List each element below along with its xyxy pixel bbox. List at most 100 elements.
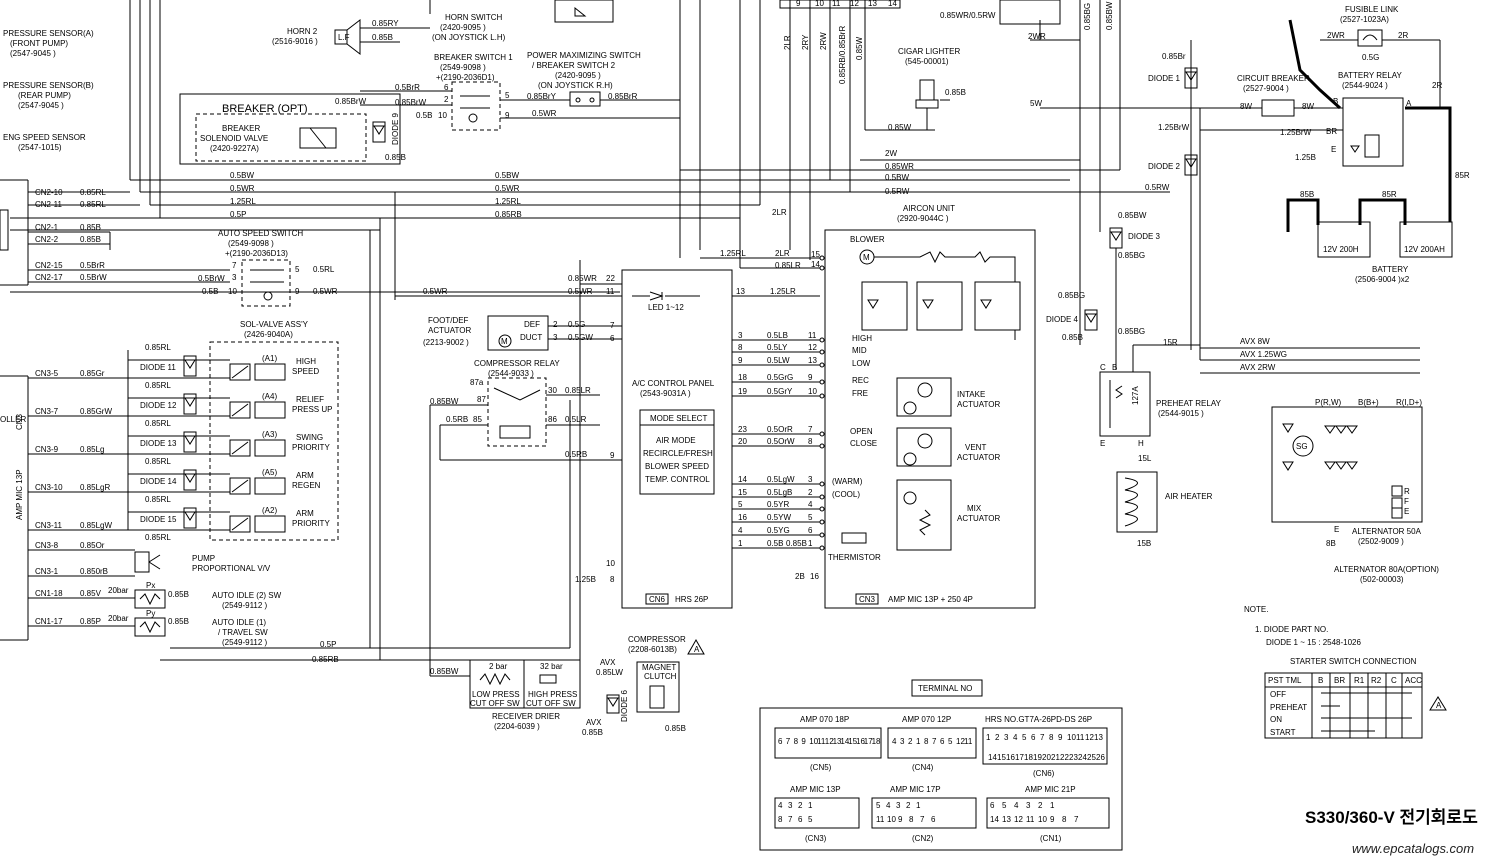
terminal-pin-number: 14 xyxy=(990,815,999,824)
svg-text:0.5B: 0.5B xyxy=(416,111,432,120)
svg-text:(2547-9045 ): (2547-9045 ) xyxy=(18,101,64,110)
terminal-pin-number: 4 xyxy=(1013,733,1018,742)
svg-text:0.85BW: 0.85BW xyxy=(430,667,459,676)
svg-text:(CN1): (CN1) xyxy=(1040,834,1062,843)
sol-diode-label: DIODE 13 xyxy=(140,439,177,448)
svg-text:(2544-9024 ): (2544-9024 ) xyxy=(1342,81,1388,90)
svg-text:0.5BrR: 0.5BrR xyxy=(395,83,420,92)
svg-text:/ BREAKER SWITCH 2: / BREAKER SWITCH 2 xyxy=(532,61,616,70)
terminal-pin-number: 1 xyxy=(808,801,813,810)
svg-text:0.5P: 0.5P xyxy=(230,210,246,219)
sol-name: SWING xyxy=(296,433,323,442)
sol-valve-assy: SOL-VALVE ASS'Y (2426-9040A) 0.85RL xyxy=(127,320,339,541)
svg-text:0.85RL: 0.85RL xyxy=(145,381,171,390)
svg-text:(CN3): (CN3) xyxy=(805,834,827,843)
svg-text:A: A xyxy=(1436,701,1442,710)
svg-text:11: 11 xyxy=(606,287,615,296)
sol-code: (A2) xyxy=(262,506,277,515)
svg-text:FUSIBLE LINK: FUSIBLE LINK xyxy=(1345,5,1399,14)
svg-text:CN3: CN3 xyxy=(15,413,24,430)
svg-text:0.5RL: 0.5RL xyxy=(313,265,335,274)
svg-text:PRESS UP: PRESS UP xyxy=(292,405,332,414)
svg-text:ON: ON xyxy=(1270,715,1282,724)
svg-text:(CN5): (CN5) xyxy=(810,763,832,772)
svg-text:(2420-9095 ): (2420-9095 ) xyxy=(440,23,486,32)
svg-text:0.5P: 0.5P xyxy=(320,640,336,649)
terminal-pin-number: 5 xyxy=(1002,801,1007,810)
terminal-pin-number: 12 xyxy=(956,737,965,746)
svg-text:6: 6 xyxy=(808,526,813,535)
terminal-pin-number: 15 xyxy=(848,737,857,746)
sol-name: ARM xyxy=(296,471,314,480)
svg-text:NOTE.: NOTE. xyxy=(1244,605,1268,614)
svg-text:AMP 070 18P: AMP 070 18P xyxy=(800,715,849,724)
svg-text:1.25B: 1.25B xyxy=(575,575,596,584)
svg-text:0.5YR: 0.5YR xyxy=(767,500,789,509)
terminal-pin-number: 12 xyxy=(1085,733,1094,742)
svg-text:A: A xyxy=(1406,99,1412,108)
terminal-pin-number: 20 xyxy=(1042,753,1051,762)
terminal-pin-number: 1 xyxy=(986,733,991,742)
svg-text:0.5YW: 0.5YW xyxy=(767,513,791,522)
svg-text:3: 3 xyxy=(738,331,743,340)
svg-text:CUT OFF SW: CUT OFF SW xyxy=(526,699,576,708)
svg-text:(2213-9002 ): (2213-9002 ) xyxy=(423,338,469,347)
svg-text:14: 14 xyxy=(888,0,897,8)
svg-text:0.85BW: 0.85BW xyxy=(1105,1,1114,30)
terminal-pin-number: 6 xyxy=(778,737,783,746)
svg-text:ACTUATOR: ACTUATOR xyxy=(957,514,1000,523)
svg-text:ACC: ACC xyxy=(1405,676,1422,685)
svg-text:9: 9 xyxy=(738,356,743,365)
svg-text:0.85LR: 0.85LR xyxy=(565,386,591,395)
svg-text:CN2-2: CN2-2 xyxy=(35,235,59,244)
svg-text:SPEED: SPEED xyxy=(292,367,319,376)
terminal-pin-number: 13 xyxy=(833,737,842,746)
svg-text:127A: 127A xyxy=(1131,386,1140,405)
svg-text:CN3-11: CN3-11 xyxy=(35,521,63,530)
svg-text:R2: R2 xyxy=(1371,676,1382,685)
terminal-pin-number: 11 xyxy=(817,737,826,746)
svg-text:0.5RB: 0.5RB xyxy=(446,415,468,424)
auto-speed-switch: AUTO SPEED SWITCH (2549-9098 ) +(2190-20… xyxy=(198,229,597,307)
svg-text:CN1-18: CN1-18 xyxy=(35,589,63,598)
svg-text:0.85WR: 0.85WR xyxy=(568,274,597,283)
terminal-pin-number: 19 xyxy=(1033,753,1042,762)
terminal-pin-number: 23 xyxy=(1069,753,1078,762)
svg-text:2RY: 2RY xyxy=(801,34,810,50)
svg-text:BREAKER SWITCH 1: BREAKER SWITCH 1 xyxy=(434,53,513,62)
terminal-pin-number: 16 xyxy=(1006,753,1015,762)
terminal-pin-number: 4 xyxy=(778,801,783,810)
svg-text:9: 9 xyxy=(505,111,510,120)
svg-text:2LR: 2LR xyxy=(775,249,790,258)
terminal-pin-number: 8 xyxy=(909,815,914,824)
svg-text:9: 9 xyxy=(610,451,615,460)
terminal-pin-number: 8 xyxy=(924,737,929,746)
svg-text:B: B xyxy=(1333,97,1338,106)
svg-text:H: H xyxy=(1138,439,1144,448)
svg-text:0.5B: 0.5B xyxy=(202,287,218,296)
svg-text:11: 11 xyxy=(808,331,817,340)
terminal-pin-number: 4 xyxy=(892,737,897,746)
aircon-unit: AIRCON UNIT (2920-9044C ) BLOWER M HIGH … xyxy=(795,204,1036,609)
svg-text:6: 6 xyxy=(444,83,449,92)
svg-text:1.25RL: 1.25RL xyxy=(495,197,521,206)
terminal-pin-number: 18 xyxy=(1024,753,1033,762)
svg-text:0.5LW: 0.5LW xyxy=(767,356,790,365)
svg-text:AIR HEATER: AIR HEATER xyxy=(1165,492,1213,501)
terminal-pin-number: 10 xyxy=(809,737,818,746)
svg-text:(2516-9016 ): (2516-9016 ) xyxy=(272,37,318,46)
svg-text:M: M xyxy=(501,337,508,346)
svg-text:0.85GrW: 0.85GrW xyxy=(80,407,112,416)
svg-text:AUTO SPEED SWITCH: AUTO SPEED SWITCH xyxy=(218,229,303,238)
svg-text:BLOWER SPEED: BLOWER SPEED xyxy=(645,462,709,471)
svg-text:12: 12 xyxy=(808,343,817,352)
svg-text:FOOT/DEF: FOOT/DEF xyxy=(428,316,469,325)
svg-text:0.85RB: 0.85RB xyxy=(495,210,522,219)
svg-text:B: B xyxy=(1318,676,1323,685)
terminal-pin-number: 6 xyxy=(940,737,945,746)
svg-text:0.5BW: 0.5BW xyxy=(885,173,909,182)
